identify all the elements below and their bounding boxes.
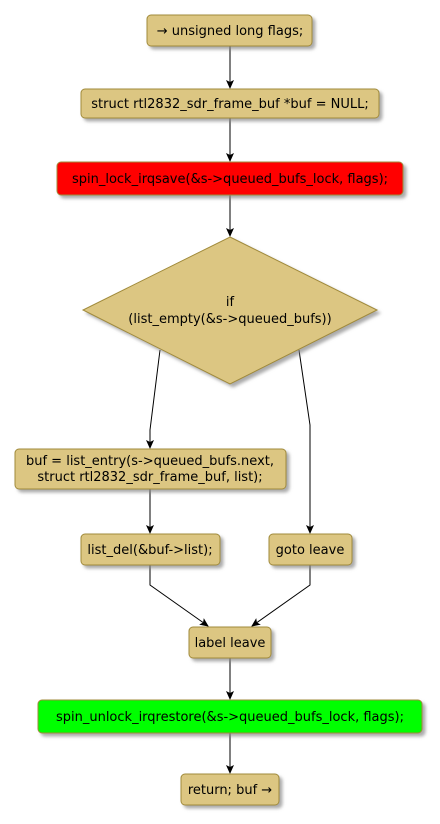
edge-decision-to-goto	[298, 349, 314, 534]
node-start-label: → unsigned long flags;	[157, 24, 304, 39]
node-lock: spin_lock_irqsave(&s->queued_bufs_lock, …	[56, 161, 404, 196]
node-decision-line1: if	[226, 295, 235, 310]
edge-goto-to-label	[251, 565, 311, 627]
node-return: return; buf →	[180, 773, 280, 806]
edge-decision-to-assign	[146, 349, 161, 449]
edge-listdel-to-label	[149, 565, 209, 627]
node-decision: if (list_empty(&s->queued_bufs))	[81, 236, 379, 385]
node-goto-leave-label: goto leave	[276, 543, 345, 558]
node-list-del: list_del(&buf->list);	[80, 533, 221, 566]
node-assign-buf-line2: struct rtl2832_sdr_frame_buf, list);	[37, 470, 262, 485]
node-return-label: return; buf →	[188, 783, 272, 798]
node-list-del-label: list_del(&buf->list);	[87, 543, 212, 558]
node-declare-buf-label: struct rtl2832_sdr_frame_buf *buf = NULL…	[91, 97, 368, 112]
node-decision-line2: (list_empty(&s->queued_bufs))	[128, 312, 331, 327]
node-assign-buf-line1: buf = list_entry(s->queued_bufs.next,	[26, 454, 274, 469]
node-assign-buf: buf = list_entry(s->queued_bufs.next, st…	[14, 448, 287, 490]
node-goto-leave: goto leave	[268, 533, 353, 566]
node-unlock: spin_unlock_irqrestore(&s->queued_bufs_l…	[37, 699, 423, 734]
edges	[146, 46, 314, 774]
node-unlock-label: spin_unlock_irqrestore(&s->queued_bufs_l…	[56, 710, 404, 725]
node-lock-label: spin_lock_irqsave(&s->queued_bufs_lock, …	[72, 172, 388, 187]
node-declare-buf: struct rtl2832_sdr_frame_buf *buf = NULL…	[80, 88, 380, 119]
node-start: → unsigned long flags;	[146, 14, 313, 47]
node-label-leave-label: label leave	[195, 636, 266, 651]
node-label-leave: label leave	[188, 626, 272, 659]
